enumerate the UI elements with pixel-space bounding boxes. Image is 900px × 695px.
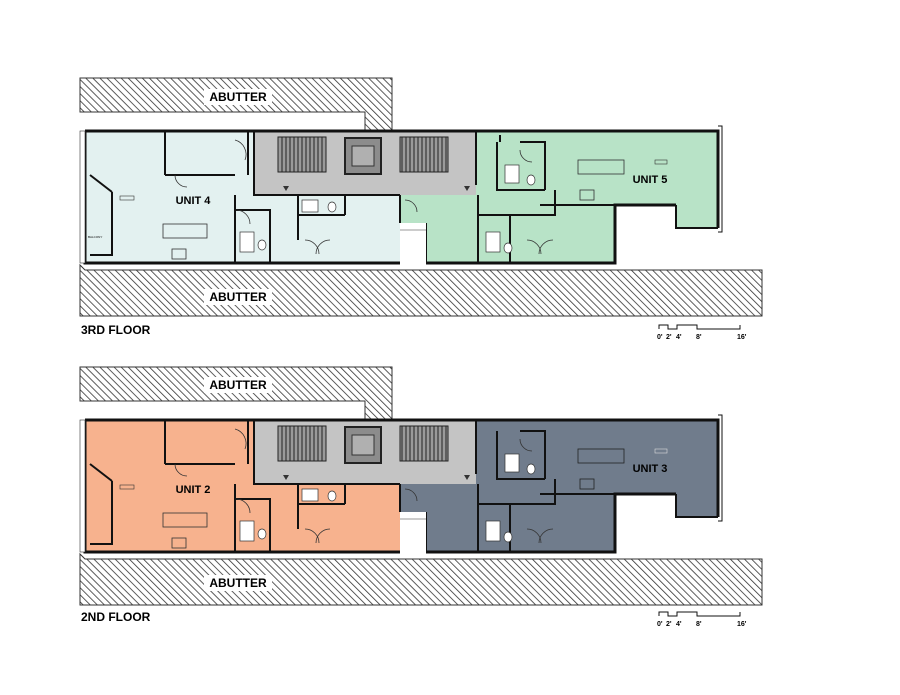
svg-text:4': 4' bbox=[676, 621, 682, 628]
interior-walls bbox=[89, 420, 615, 552]
svg-text:8': 8' bbox=[696, 621, 702, 628]
floor-title-2nd: 2ND FLOOR bbox=[81, 610, 151, 624]
abutter-bottom: ABUTTER bbox=[79, 552, 763, 606]
abutter-top: ABUTTER bbox=[79, 77, 393, 131]
svg-text:4': 4' bbox=[676, 334, 682, 341]
kitchen-island-unit2 bbox=[162, 512, 208, 528]
svg-text:8': 8' bbox=[696, 334, 702, 341]
abutter-bottom: ABUTTER bbox=[79, 263, 763, 317]
svg-text:16': 16' bbox=[737, 621, 747, 628]
abutter-bottom-label: ABUTTER bbox=[209, 576, 267, 590]
unit-2-area bbox=[85, 420, 400, 552]
balcony bbox=[79, 130, 86, 264]
stair-right bbox=[399, 136, 449, 173]
floor-title-3rd: 3RD FLOOR bbox=[81, 323, 151, 337]
unit-2-label: UNIT 2 bbox=[176, 484, 211, 496]
abutter-top-label: ABUTTER bbox=[209, 378, 267, 392]
abutter-top-label: ABUTTER bbox=[209, 90, 267, 104]
svg-text:0': 0' bbox=[657, 334, 663, 341]
unit-4-label: UNIT 4 bbox=[176, 195, 212, 207]
unit-3-area bbox=[400, 420, 718, 552]
svg-text:2': 2' bbox=[666, 334, 672, 341]
unit-5-label: UNIT 5 bbox=[633, 174, 668, 186]
abutter-top: ABUTTER bbox=[79, 366, 393, 420]
stair-left bbox=[277, 425, 327, 462]
kitchen-island-unit5 bbox=[577, 159, 625, 175]
stair-right bbox=[399, 425, 449, 462]
kitchen-island-unit4 bbox=[162, 223, 208, 239]
abutter-bottom-label: ABUTTER bbox=[209, 290, 267, 304]
kitchen-island-unit3 bbox=[577, 448, 625, 464]
bath-fixtures bbox=[239, 453, 536, 543]
svg-text:2': 2' bbox=[666, 621, 672, 628]
scale-bar-2nd: 0' 2' 4' 8' 16' bbox=[657, 611, 747, 628]
unit-5-area bbox=[400, 131, 718, 263]
unit-3-label: UNIT 3 bbox=[633, 463, 668, 475]
balcony-label: BALCONY bbox=[88, 235, 102, 239]
door-swings bbox=[174, 428, 554, 544]
bath-fixtures bbox=[239, 164, 536, 254]
svg-text:0': 0' bbox=[657, 621, 663, 628]
svg-text:16': 16' bbox=[737, 334, 747, 341]
scale-bar-3rd: 0' 2' 4' 8' 16' bbox=[657, 324, 747, 341]
stair-left bbox=[277, 136, 327, 173]
second-floor-plan: ABUTTER ABUTTER bbox=[79, 366, 763, 628]
third-floor-plan: ABUTTER ABUTTER bbox=[79, 77, 763, 341]
unit-4-area bbox=[85, 131, 400, 263]
door-swings bbox=[174, 139, 554, 255]
